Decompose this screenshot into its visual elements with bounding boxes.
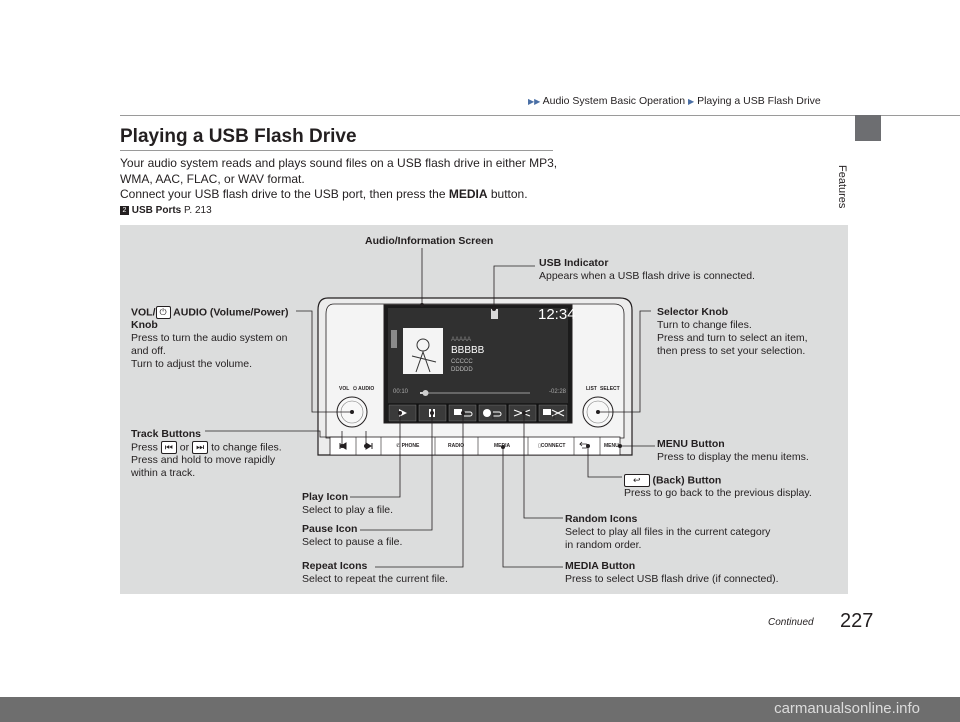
callout-back-button: ↩ (Back) Button Press to go back to the … — [624, 474, 812, 500]
intro-line2: WMA, AAC, FLAC, or WAV format. — [120, 171, 305, 186]
callout-pause-icon: Pause Icon Select to pause a file. — [302, 523, 403, 548]
page-number: 227 — [840, 610, 874, 632]
callout-usb-indicator: USB Indicator Appears when a USB flash d… — [539, 257, 755, 282]
intro-line3: Connect your USB flash drive to the USB … — [120, 187, 528, 201]
breadcrumb-arrow-icon: ▶ — [687, 97, 695, 106]
audio-label: ⏻ AUDIO — [353, 386, 375, 392]
leader-volume — [296, 310, 352, 413]
callout-volume-knob: VOL/⏻ AUDIO (Volume/Power) Knob Press to… — [131, 306, 289, 371]
track-repeat-softkey — [478, 404, 507, 422]
skip-back-icon: ⏮ — [160, 441, 177, 454]
cross-reference[interactable]: 2 USB Ports P. 213 — [120, 205, 212, 216]
callout-play-icon: Play Icon Select to play a file. — [302, 491, 394, 516]
track-line2: BBBBB — [451, 345, 485, 356]
section-tab — [855, 115, 881, 141]
progress-handle — [422, 390, 429, 396]
phone-icon: ▯ — [538, 443, 541, 449]
breadcrumb-arrow-icon: ▶▶ — [528, 97, 541, 106]
intro-text: Your audio system reads and plays sound … — [120, 156, 560, 203]
media-button[interactable]: MEDIA — [494, 443, 511, 449]
continued-label: Continued — [768, 617, 814, 628]
callout-track-buttons: Track Buttons Press ⏮ or ⏭ to change fil… — [131, 428, 282, 480]
callout-media-button: MEDIA Button Press to select USB flash d… — [565, 560, 779, 585]
leader-media — [502, 447, 563, 568]
power-icon: ⏻ — [155, 306, 171, 319]
callout-audio-screen: Audio/Information Screen — [365, 235, 494, 247]
repeat-icon — [464, 411, 473, 417]
title-rule — [120, 150, 553, 151]
elapsed-time: 00:10 — [393, 389, 409, 395]
track-line3: CCCCC — [451, 359, 473, 365]
vol-label: VOL — [339, 386, 350, 392]
usb-side-icon — [391, 330, 397, 348]
menu-button[interactable]: MENU — [604, 443, 619, 449]
breadcrumb-part1: Audio System Basic Operation — [542, 95, 686, 107]
reference-icon: 2 — [120, 205, 129, 215]
play-icon — [399, 409, 407, 417]
progress-track — [420, 392, 530, 394]
phone-button[interactable]: ✆ PHONE — [396, 443, 420, 449]
button-bar — [329, 436, 621, 456]
usb-indicator-icon — [491, 309, 498, 319]
callout-repeat-icons: Repeat Icons Select to repeat the curren… — [302, 560, 448, 585]
header-rule — [120, 115, 960, 116]
radio-button[interactable]: RADIO — [448, 443, 465, 449]
album-art-guitar — [411, 350, 437, 373]
folder-icon — [454, 409, 462, 415]
leader-random — [523, 413, 563, 519]
skip-forward-icon: ⏭ — [192, 441, 209, 454]
intro-line1: Your audio system reads and plays sound … — [120, 156, 558, 170]
track-line1: AAAAA — [451, 337, 472, 343]
remaining-time: -02:28 — [549, 389, 567, 395]
watermark-bar: carmanualsonline.info — [0, 697, 960, 722]
leader-repeat — [375, 413, 464, 568]
repeat-icon — [493, 411, 502, 417]
leader-selector — [598, 310, 651, 413]
watermark-text: carmanualsonline.info — [774, 700, 920, 717]
page-title: Playing a USB Flash Drive — [120, 126, 357, 147]
leader-track — [205, 430, 342, 438]
callout-menu-button: MENU Button Press to display the menu it… — [657, 438, 809, 463]
track-one-icon — [483, 409, 491, 417]
breadcrumb: ▶▶ Audio System Basic Operation ▶ Playin… — [528, 95, 821, 107]
leader-usb — [493, 265, 535, 309]
reference-page: P. 213 — [184, 205, 212, 216]
back-icon: ↩ — [624, 474, 650, 487]
breadcrumb-part2: Playing a USB Flash Drive — [697, 95, 821, 107]
callout-selector-knob: Selector Knob Turn to change files. Pres… — [657, 306, 808, 357]
select-label: SELECT — [600, 386, 620, 392]
leader-pause — [360, 413, 433, 531]
leader-play — [350, 413, 401, 498]
list-label: LIST — [586, 386, 597, 392]
display-clock: 12:34 — [538, 306, 576, 323]
connect-button[interactable]: ▯CONNECT — [538, 443, 566, 449]
track-line4: DDDDD — [451, 367, 473, 373]
phone-icon: ✆ — [396, 443, 401, 449]
reference-title: USB Ports — [131, 205, 182, 216]
leader-back — [587, 446, 622, 478]
callout-random-icons: Random Icons Select to play all files in… — [565, 513, 771, 551]
folder-icon — [543, 409, 551, 415]
